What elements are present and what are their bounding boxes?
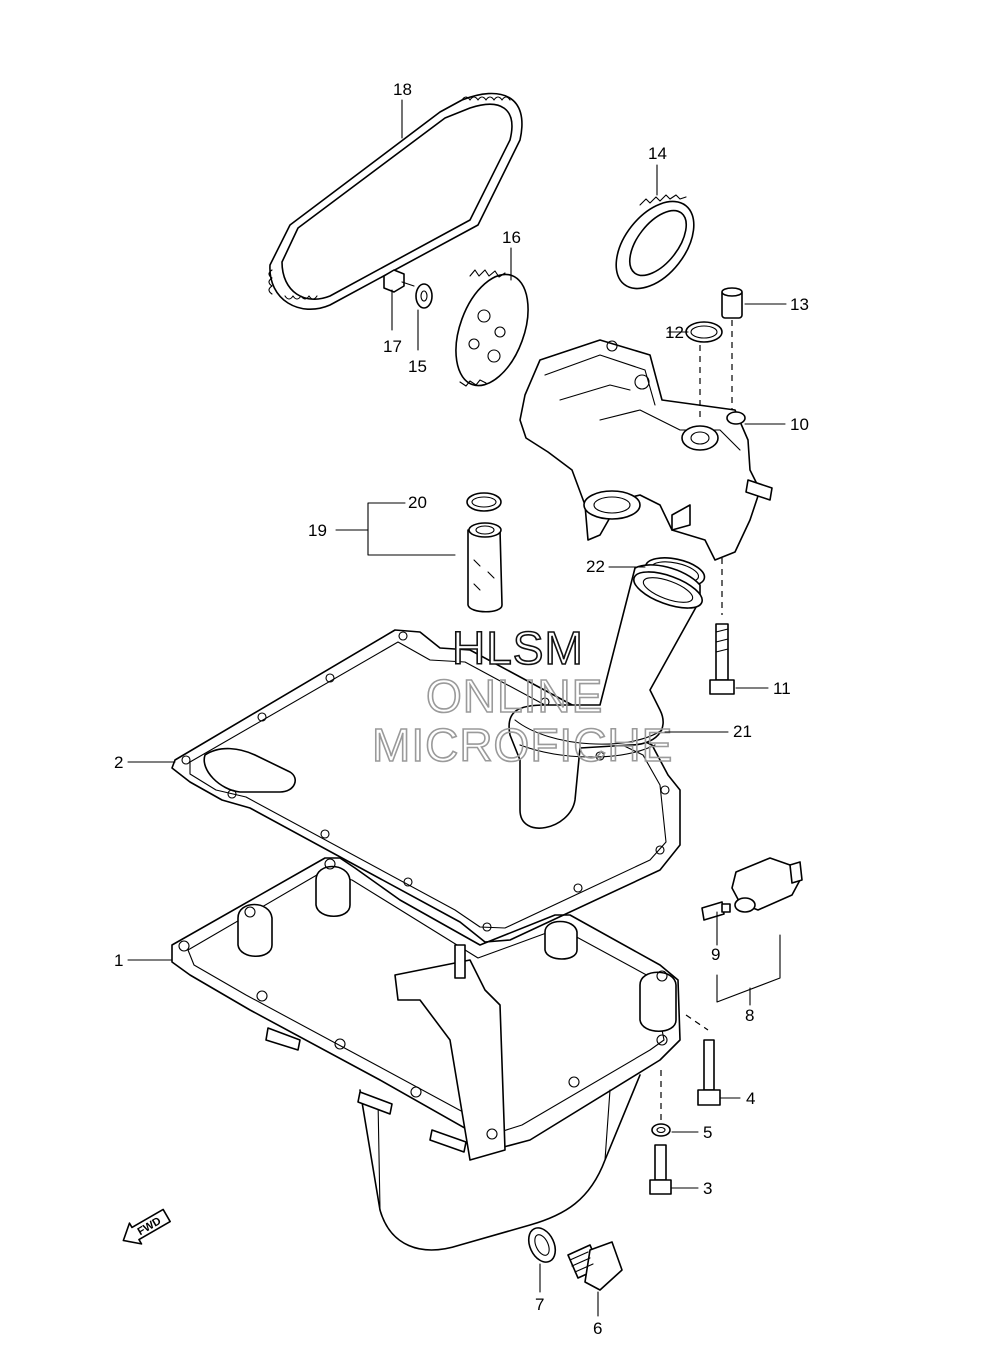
callout-3: 3: [703, 1179, 712, 1198]
callout-9: 9: [711, 945, 720, 964]
washer-part-7[interactable]: [524, 1224, 561, 1267]
callout-2: 2: [114, 753, 123, 772]
washer-part-5[interactable]: [651, 1123, 671, 1137]
callout-labels: 18 14 16 13 12 17 15 10 20 19 22 11 21 2…: [114, 80, 809, 1338]
callout-15: 15: [408, 357, 427, 376]
sprocket-part-16[interactable]: [442, 265, 542, 396]
gasket-part-2[interactable]: [171, 629, 681, 943]
callout-22: 22: [586, 557, 605, 576]
fwd-arrow-icon: FWD: [122, 1208, 171, 1245]
chain-part-18[interactable]: [268, 92, 523, 310]
watermark-line-3: MICROFICHE: [372, 719, 673, 771]
callout-11: 11: [773, 679, 791, 698]
callout-1: 1: [114, 951, 123, 970]
pipe-part-19[interactable]: [467, 522, 503, 613]
callout-7: 7: [535, 1295, 544, 1314]
bolt-part-9[interactable]: [701, 901, 731, 921]
callout-13: 13: [790, 295, 809, 314]
leader-lines: [127, 99, 787, 1317]
watermark-line-1: HLSM: [452, 622, 584, 674]
watermark-line-2: ONLINE: [426, 670, 603, 722]
gear-part-14[interactable]: [601, 187, 710, 303]
callout-20: 20: [408, 493, 427, 512]
bolt-part-11[interactable]: [709, 623, 735, 695]
callout-4: 4: [746, 1089, 755, 1108]
oil-pan-part-1[interactable]: [171, 857, 681, 1251]
strainer-part-21[interactable]: [508, 564, 707, 829]
dowel-part-13[interactable]: [721, 287, 743, 319]
sensor-part-8[interactable]: [731, 857, 803, 913]
callout-18: 18: [393, 80, 412, 99]
callout-21: 21: [733, 722, 752, 741]
callout-19: 19: [308, 521, 327, 540]
fwd-label: FWD: [136, 1215, 164, 1238]
callout-17: 17: [383, 337, 402, 356]
bolt-part-17[interactable]: [383, 269, 415, 293]
callout-12: 12: [665, 323, 684, 342]
washer-part-15[interactable]: [415, 283, 433, 309]
drain-plug-part-6[interactable]: [567, 1241, 623, 1291]
callout-5: 5: [703, 1123, 712, 1142]
bolt-part-4[interactable]: [697, 1039, 721, 1106]
oring-part-12[interactable]: [685, 321, 723, 343]
oring-part-20[interactable]: [466, 492, 502, 512]
oil-pump-part-10[interactable]: [519, 339, 773, 561]
callout-14: 14: [648, 144, 667, 163]
bolt-part-3[interactable]: [649, 1144, 672, 1195]
callout-8: 8: [745, 1006, 754, 1025]
callout-16: 16: [502, 228, 521, 247]
callout-10: 10: [790, 415, 809, 434]
watermark: HLSM ONLINE MICROFICHE: [371, 621, 673, 772]
callout-6: 6: [593, 1319, 602, 1338]
